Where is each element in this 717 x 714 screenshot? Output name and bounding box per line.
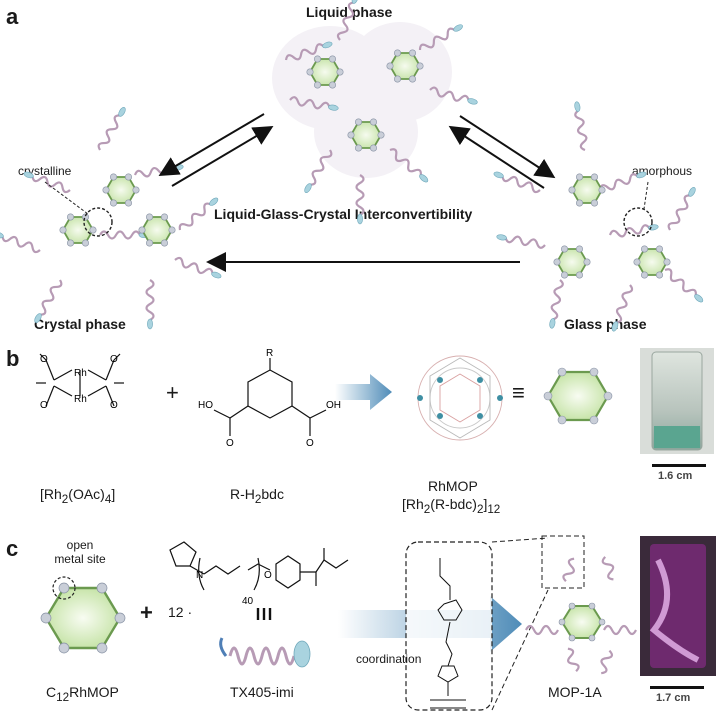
panel-c-letter: c: [6, 536, 19, 561]
o-atom-1: O: [40, 354, 48, 365]
interconvertibility-title: Liquid-Glass-Crystal Interconvertibility: [214, 206, 473, 222]
tx405-imi-structure: [169, 541, 349, 591]
liquid-phase-label: Liquid phase: [306, 4, 393, 20]
liquid-phase-graphic: [272, 0, 480, 226]
rhmop-formula: [Rh2(R-bdc)2]12: [402, 496, 501, 516]
tx405-cartoon: [219, 637, 311, 668]
tx405-imi-label: TX405-imi: [230, 684, 294, 700]
panel-b-graphics: Rh Rh O O O O R HO OH O O: [36, 348, 714, 467]
surfactant-mark: [256, 608, 272, 620]
crystal-to-liquid-arrow: [171, 125, 274, 187]
plus-c: +: [140, 600, 153, 625]
rh2oac4-structure: [36, 353, 124, 407]
rhmop-hexagon-icon: [546, 370, 610, 422]
repeat-n-label: 40: [242, 596, 254, 607]
mop-1a-graphic: [525, 556, 637, 675]
amorphous-label: amorphous: [632, 164, 693, 178]
o-atom-5: O: [226, 438, 234, 449]
equivalence-symbol: ≡: [512, 380, 525, 405]
reaction-arrow-b: [335, 374, 392, 410]
o-atom-6: O: [306, 438, 314, 449]
scale-label-b: 1.6 cm: [658, 470, 693, 482]
c12rhmop-hexagon-icon: [44, 586, 122, 650]
open-metal-site-marker: [52, 576, 76, 600]
liquid-to-crystal-arrow: [158, 113, 265, 177]
ho-atom: HO: [198, 400, 213, 411]
o-atom-tx: O: [264, 570, 272, 581]
liquid-to-glass-arrow: [459, 115, 556, 179]
crystal-phase-label: Crystal phase: [34, 316, 126, 332]
r-h2bdc-structure: [213, 358, 327, 436]
rh-atom-bottom: Rh: [74, 394, 87, 405]
oh-atom: OH: [326, 400, 341, 411]
scale-bar-b: [652, 464, 706, 467]
panel-a-graphics: [0, 0, 706, 334]
o-atom-2: O: [40, 400, 48, 411]
c12rhmop-label: C12RhMOP: [46, 684, 119, 704]
plus-b: +: [166, 380, 179, 405]
glass-phase-graphic: [491, 100, 706, 334]
mop-1a-label: MOP-1A: [548, 684, 602, 700]
rh-atom-top: Rh: [74, 368, 87, 379]
scale-label-c: 1.7 cm: [656, 692, 691, 704]
rh2oac4-label: [Rh2(OAc)4]: [40, 486, 116, 506]
n-atom-tx: N: [196, 570, 203, 581]
panel-c-graphics: N O 40: [40, 535, 716, 711]
rhmop-label: RhMOP: [428, 478, 478, 494]
r-group-atom: R: [266, 348, 273, 359]
crystal-phase-graphic: [0, 104, 224, 331]
scale-bar-c: [650, 686, 704, 689]
multiplier-label: 12 ·: [168, 604, 193, 620]
glass-phase-label: Glass phase: [564, 316, 647, 332]
o-atom-4: O: [110, 400, 118, 411]
coordination-label: coordination: [356, 652, 422, 666]
panel-a-letter: a: [6, 4, 19, 29]
o-atom-3: O: [110, 354, 118, 365]
open-metal-site-label: open metal site: [54, 538, 106, 566]
panel-b-letter: b: [6, 346, 20, 371]
glass-to-liquid-arrow: [448, 125, 545, 189]
r-h2bdc-label: R-H2bdc: [230, 486, 284, 506]
rhmop-cage-structure: [417, 355, 503, 441]
